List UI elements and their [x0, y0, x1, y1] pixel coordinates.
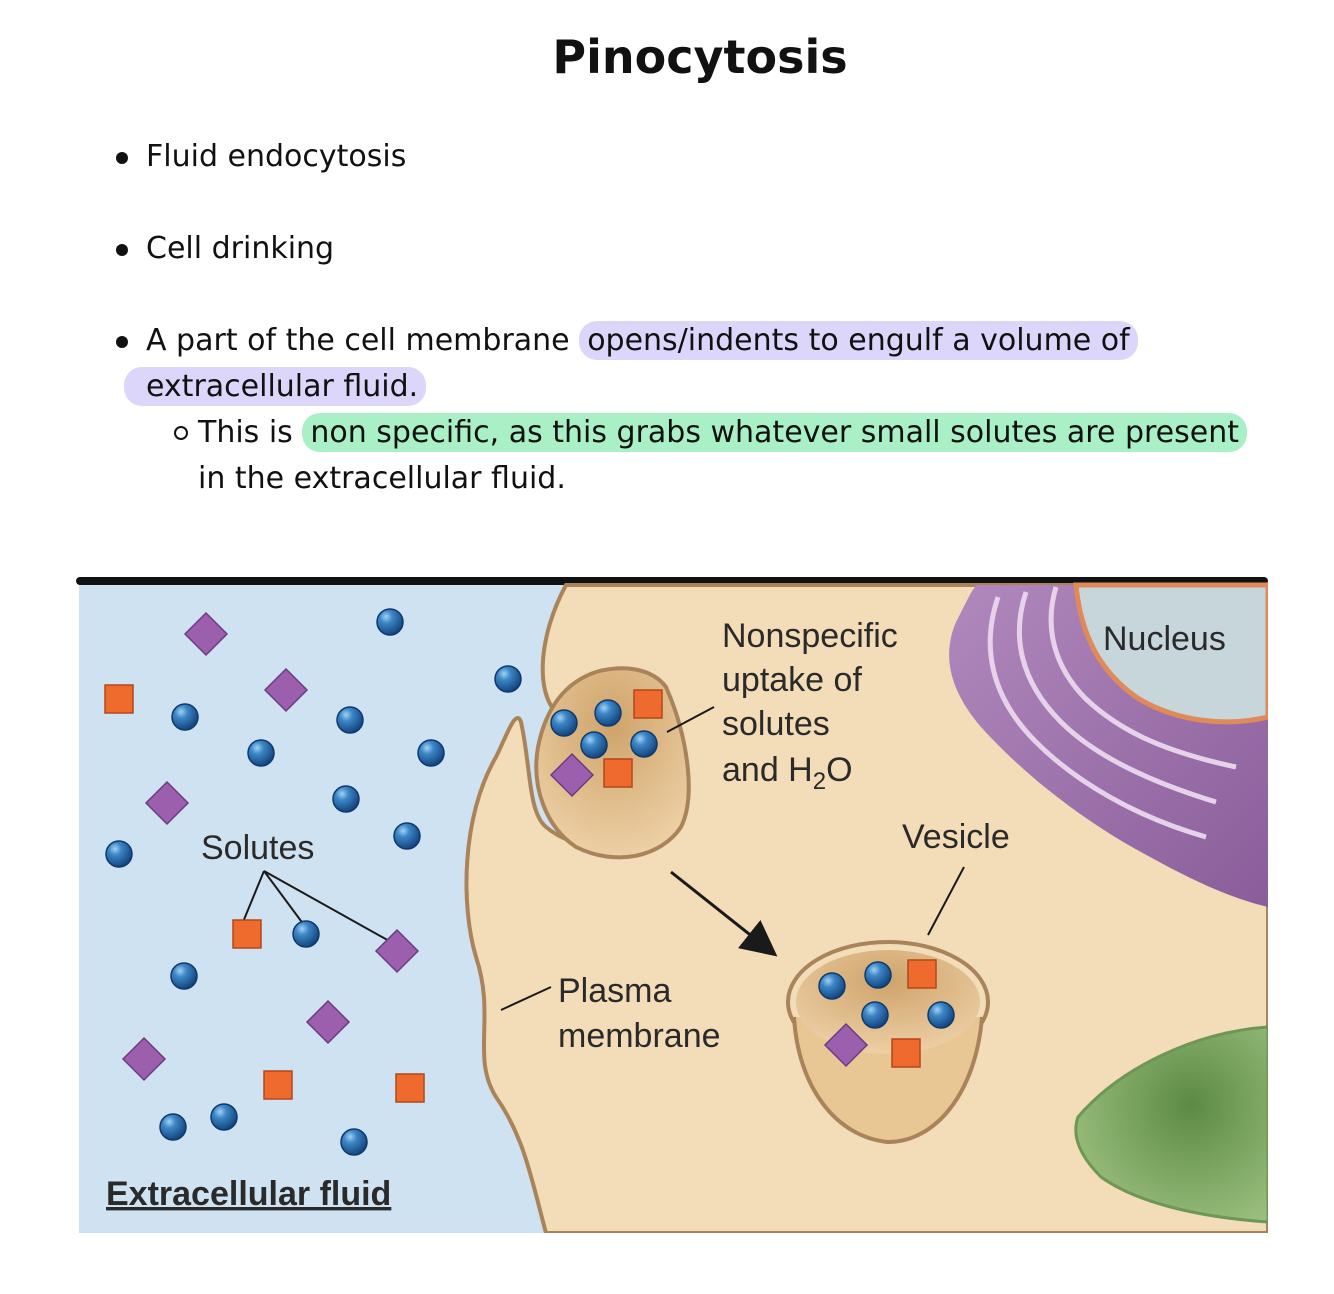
page-title: Pinocytosis	[552, 30, 848, 84]
bullet-membrane-opens: A part of the cell membrane opens/indent…	[146, 318, 1138, 364]
solute-diamonds	[121, 611, 869, 1082]
solute-sphere	[332, 785, 360, 813]
solute-diamond	[144, 780, 190, 826]
bullet-dot	[116, 336, 128, 348]
label-vesicle: Vesicle	[902, 818, 1010, 856]
bullet-text: A part of the cell membrane	[146, 323, 570, 358]
arrow	[670, 870, 778, 957]
solute-square	[907, 959, 937, 989]
solute-squares	[104, 684, 937, 1103]
solute-square	[104, 684, 134, 714]
leader-line	[666, 706, 715, 733]
solute-diamond	[823, 1022, 869, 1068]
label-h2o-post: O	[826, 751, 852, 789]
solute-diamond	[305, 999, 351, 1045]
label-nonspecific-line1: Nonspecific	[722, 617, 898, 655]
solute-sphere	[927, 1001, 955, 1029]
solute-sphere	[818, 972, 846, 1000]
label-solutes: Solutes	[201, 829, 314, 867]
solute-spheres	[105, 608, 955, 1156]
solute-sphere	[861, 1001, 889, 1029]
solute-sphere	[864, 961, 892, 989]
solute-diamond	[183, 611, 229, 657]
solute-square	[395, 1073, 425, 1103]
solute-diamond	[374, 928, 420, 974]
solute-sphere	[292, 920, 320, 948]
solute-sphere	[336, 706, 364, 734]
solute-square	[263, 1070, 293, 1100]
label-plasma: Plasma	[558, 972, 671, 1010]
bullet-dot	[116, 152, 128, 164]
highlight-purple: extracellular fluid.	[124, 367, 427, 406]
solute-sphere	[630, 730, 658, 758]
solute-sphere	[247, 739, 275, 767]
leader-line	[500, 986, 552, 1011]
solute-square	[232, 919, 262, 949]
solute-sphere	[159, 1113, 187, 1141]
solute-sphere	[393, 822, 421, 850]
sub-bullet-text: This is	[198, 415, 293, 450]
solute-sphere	[376, 608, 404, 636]
bullet-fluid-endocytosis: Fluid endocytosis	[146, 134, 406, 180]
solute-sphere	[580, 731, 608, 759]
highlight-purple: opens/indents to engulf a volume of	[579, 321, 1138, 360]
solute-sphere	[170, 962, 198, 990]
sub-bullet-ring	[174, 426, 188, 440]
golgi-fold	[1048, 586, 1237, 770]
solute-sphere	[550, 709, 578, 737]
solute-diamond	[549, 752, 595, 798]
sub-bullet-nonspecific: This is non specific, as this grabs what…	[198, 410, 1247, 456]
label-h2o-sub: 2	[813, 768, 826, 795]
golgi-fold	[987, 596, 1207, 840]
solute-diamond	[263, 667, 309, 713]
label-nucleus: Nucleus	[1103, 620, 1226, 658]
solute-sphere	[105, 840, 133, 868]
solute-diamond	[121, 1036, 167, 1082]
solute-square	[633, 689, 663, 719]
sub-bullet-text: in the extracellular fluid.	[198, 461, 566, 496]
label-membrane: membrane	[558, 1017, 721, 1055]
bullet-cell-drinking: Cell drinking	[146, 226, 334, 272]
leader-line	[242, 870, 265, 923]
label-nonspecific-line2: uptake of	[722, 661, 862, 699]
leader-line	[263, 870, 305, 926]
label-nonspecific-line4: and H2O	[722, 751, 853, 795]
pinocytosis-figure: Nonspecific uptake of solutes and H2O Nu…	[76, 577, 1268, 1233]
sub-bullet-nonspecific-line2: in the extracellular fluid.	[198, 456, 566, 502]
solute-square	[891, 1038, 921, 1068]
solute-sphere	[210, 1103, 238, 1131]
solute-sphere	[417, 739, 445, 767]
nucleus	[1073, 582, 1268, 725]
solute-sphere	[494, 665, 522, 693]
green-organelle	[1074, 1025, 1268, 1224]
solute-sphere	[594, 699, 622, 727]
highlight-green: non specific, as this grabs whatever sma…	[302, 413, 1247, 452]
solute-sphere	[171, 703, 199, 731]
solute-sphere	[340, 1128, 368, 1156]
label-h2o-pre: and H	[722, 751, 813, 789]
bullet-text: Fluid endocytosis	[146, 139, 407, 174]
bullet-dot	[116, 244, 128, 256]
leader-line	[263, 870, 392, 943]
label-nonspecific-line3: solutes	[722, 705, 830, 743]
bullet-membrane-opens-line2: extracellular fluid.	[124, 364, 427, 410]
leader-line	[927, 866, 965, 936]
label-extracellular-fluid: Extracellular fluid	[106, 1175, 391, 1213]
solute-square	[603, 758, 633, 788]
golgi-fold	[1016, 591, 1217, 805]
bullet-text: Cell drinking	[146, 231, 335, 266]
